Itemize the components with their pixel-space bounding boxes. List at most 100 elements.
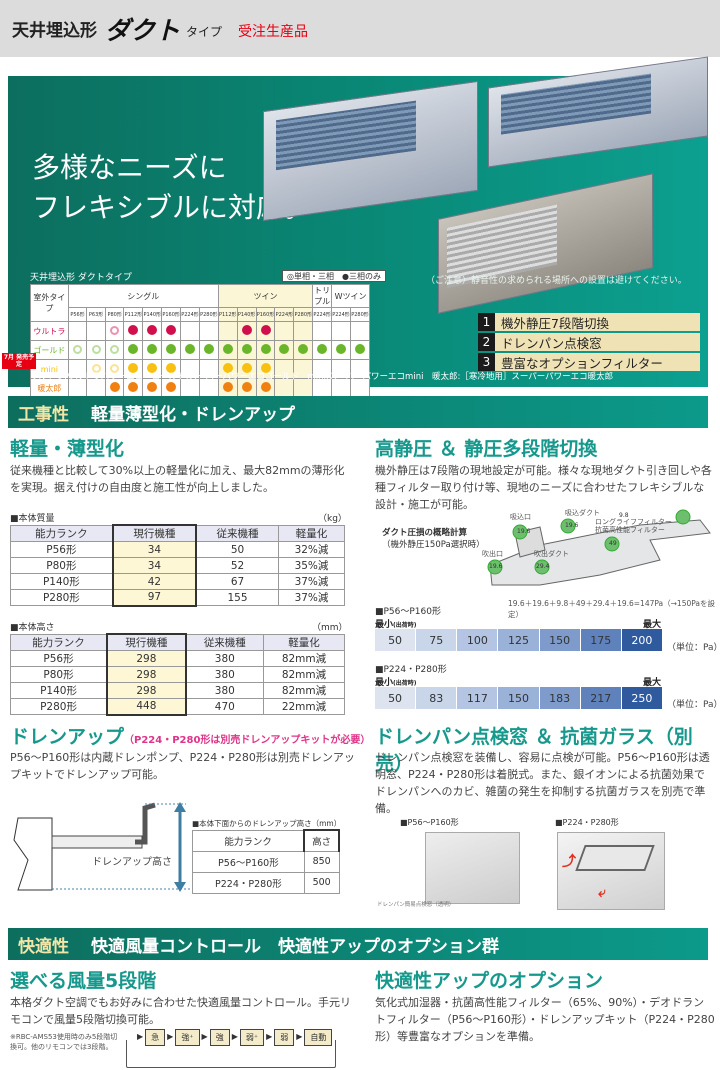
duct-unit-image-3 — [438, 173, 653, 314]
table-cell: 37%減 — [277, 589, 346, 606]
feature-num: 1 — [478, 313, 495, 331]
airflow-body: 本格ダクト空調でもお好みに合わせた快適風量コントロール。手元リモコンで風量5段階… — [10, 996, 351, 1026]
table-header: 高さ — [303, 829, 340, 852]
heading-drainup: ドレンアップ（P224・P280形は別売ドレンアップキットが必要） — [10, 722, 370, 749]
caption-text: ■本体下面からのドレンアップ高さ — [192, 819, 312, 828]
label-filter2: 抗菌高性能フィルター — [595, 526, 665, 534]
column-header: P224形 — [180, 307, 200, 322]
lineup-cell — [198, 321, 219, 341]
duct-pressure-diagram — [487, 509, 711, 586]
column-header: P160形 — [161, 307, 182, 322]
heading-lightweight: 軽量・薄型化 — [10, 438, 125, 460]
table-cell: 448 — [106, 698, 187, 716]
lineup-cell — [274, 321, 295, 341]
lineup-cell — [123, 321, 144, 341]
lineup-footnote: ウルトラ:ウルトラパワーエコ ゴールド:スーパーパワーエコゴールド mini:ス… — [30, 372, 614, 382]
label-intake: 吸込口 — [510, 513, 531, 521]
scale2-max: 最大 — [643, 678, 662, 688]
table-header: 現行機種 — [111, 524, 198, 542]
table-cell: P56〜P160形 — [192, 850, 305, 873]
table-header: 現行機種 — [106, 633, 187, 651]
table-cell: 22mm減 — [262, 698, 346, 715]
airflow-footnote: ※RBC-AMS53使用時のみ5段階切換可。他のリモコンでは3段階。 — [10, 1033, 118, 1051]
column-header: P280形 — [293, 307, 314, 322]
heading-options: 快適性アップのオプション — [375, 970, 604, 992]
lineup-cell — [274, 340, 295, 360]
lineup-cell — [217, 340, 238, 360]
lineup-cell — [104, 321, 125, 341]
feature-num: 2 — [478, 333, 495, 351]
pressure-step: 217 — [580, 687, 621, 709]
lineup-cell — [86, 340, 106, 360]
airflow-step: 自動 — [304, 1029, 333, 1046]
column-header: P112形 — [123, 307, 144, 322]
table-cell: P140形 — [9, 573, 114, 590]
table-cell: P224・P280形 — [192, 871, 305, 894]
feature-num: 3 — [478, 353, 495, 371]
pressure-step: 75 — [416, 629, 457, 651]
lineup-cell — [293, 321, 314, 341]
table-cell: P280形 — [9, 589, 114, 606]
table-header: 能力ランク — [9, 524, 114, 542]
table-cell: P56形 — [9, 541, 114, 558]
table-cell: 37%減 — [277, 573, 346, 590]
pressure-step: 83 — [416, 687, 457, 709]
lineup-cell — [67, 321, 88, 341]
label-intake-duct: 吸込ダクト — [565, 509, 600, 517]
table-cell: 97 — [111, 589, 198, 607]
table-cell: 298 — [106, 682, 187, 699]
column-header: P140形 — [142, 307, 163, 322]
scale2-min: 最小(出荷時) — [375, 675, 417, 688]
table-cell: P140形 — [10, 682, 108, 699]
airflow-step: 急 — [145, 1029, 166, 1046]
table-cell: P80形 — [10, 666, 108, 683]
pressure-step: 125 — [498, 629, 539, 651]
feature-label: 豊富なオプションフィルター — [501, 355, 663, 371]
heading-pressure: 高静圧 ＆ 静圧多段階切換 — [375, 438, 598, 460]
pressure-step: 50 — [375, 629, 416, 651]
column-header: P140形 — [236, 307, 257, 322]
section-key: 工事性 — [18, 404, 69, 425]
caption-unit: （mm） — [311, 819, 342, 828]
column-header: P80形 — [104, 307, 125, 322]
row-label: ゴールド — [30, 340, 69, 360]
pressure-step: 117 — [457, 687, 498, 709]
group-header: トリプル — [312, 284, 333, 308]
title-prefix: 天井埋込形 — [12, 21, 97, 41]
drainpan-photo-1 — [425, 832, 520, 904]
lineup-legend: ◎単相・三相 ●三相のみ — [282, 270, 386, 282]
drainup-body: P56〜P160形は内蔵ドレンポンプ、P224・P280形は別売ドレンアップキッ… — [10, 751, 355, 781]
table-cell: 82mm減 — [262, 650, 346, 667]
page-header: 天井埋込形 ダクト タイプ 受注生産品 — [0, 0, 720, 57]
pressure-step: 100 — [457, 629, 498, 651]
table-header: 能力ランク — [192, 829, 305, 852]
red-arrow-up-icon: ⤴ — [562, 854, 576, 870]
pressure-body: 機外静圧は7段階の現地設定が可能。様々な現地ダクト引き回しや各種フィルター取り付… — [375, 464, 712, 511]
table-cell: 470 — [185, 698, 264, 715]
height-table-unit: （mm） — [312, 623, 348, 633]
table-cell: 52 — [195, 557, 279, 574]
airflow-step: 強 — [209, 1029, 230, 1046]
lineup-cell — [274, 378, 295, 398]
section-title: 軽量薄型化・ドレンアップ — [91, 404, 295, 425]
lineup-row: 暖太郎 — [30, 378, 371, 398]
table-cell: 380 — [185, 650, 264, 667]
heading-drainpan: ドレンパン点検窓 ＆ 抗菌ガラス（別売） — [375, 726, 693, 775]
table-header: 軽量化 — [262, 633, 346, 651]
pressure-step: 250 — [621, 687, 662, 709]
lineup-cell — [104, 340, 125, 360]
table-header: 従来機種 — [185, 633, 264, 651]
lineup-cell — [198, 340, 219, 360]
lineup-cell — [142, 321, 163, 341]
table-header: 従来機種 — [195, 524, 279, 542]
airflow-step: 弱 — [274, 1029, 295, 1046]
table-cell: 67 — [195, 573, 279, 590]
drainpan-photo-2: ⤴ ⤶ — [557, 832, 665, 910]
lineup-cell — [236, 321, 257, 341]
